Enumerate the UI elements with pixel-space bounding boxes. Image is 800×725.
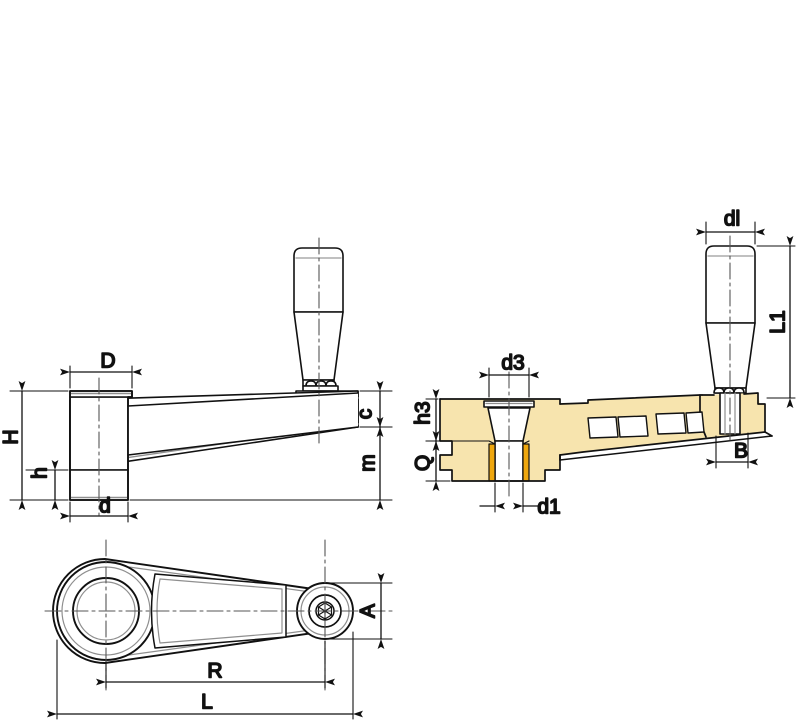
dimension-label-d1: d1	[537, 496, 560, 519]
dimension-L: L	[47, 631, 363, 720]
crank-arm-front	[69, 390, 359, 501]
dimension-A: A	[326, 573, 393, 649]
dimension-m: m	[129, 417, 393, 510]
dimension-label-H: H	[0, 429, 23, 444]
dimension-label-d3: d3	[501, 352, 524, 375]
plan-view: A R L	[44, 539, 396, 720]
section-hub-bore	[483, 400, 535, 482]
dimension-label-B: B	[734, 440, 748, 463]
dimension-label-h: h	[29, 467, 52, 479]
dimension-d1: d1	[479, 482, 561, 519]
front-elevation-view: D H h d c	[0, 237, 393, 523]
dimension-label-L: L	[201, 691, 213, 714]
dimension-d: d	[60, 494, 138, 523]
dimension-label-L1: L1	[767, 310, 790, 333]
dimension-d3: d3	[479, 351, 539, 398]
dimension-label-A: A	[357, 604, 380, 618]
section-arm-ribs	[587, 411, 705, 439]
section-elevation-view: d3 h3 Q d1 dl	[411, 207, 796, 519]
dimension-label-dl: dl	[724, 208, 740, 231]
dimension-label-h3: h3	[412, 401, 435, 424]
dimension-R: R	[96, 640, 335, 689]
dimension-label-m: m	[357, 454, 380, 472]
dimension-label-D: D	[100, 350, 115, 373]
dimension-L1: L1	[756, 236, 796, 408]
handle-bolt-stack-front	[302, 380, 339, 392]
dimension-h: h	[25, 460, 69, 510]
dimension-label-Q: Q	[412, 455, 435, 471]
dimension-c: c	[353, 381, 393, 437]
dimension-D: D	[60, 349, 142, 389]
dimension-H: H	[0, 381, 69, 510]
dimension-label-R: R	[207, 660, 222, 683]
dimension-B: B	[706, 432, 758, 469]
dimension-dl: dl	[696, 207, 765, 245]
dimension-Q: Q	[411, 431, 489, 491]
handle-bolt-stack-section	[713, 387, 745, 394]
centerlines-plan	[44, 539, 396, 691]
dimension-label-c: c	[354, 409, 377, 420]
dimension-label-d: d	[99, 495, 111, 518]
